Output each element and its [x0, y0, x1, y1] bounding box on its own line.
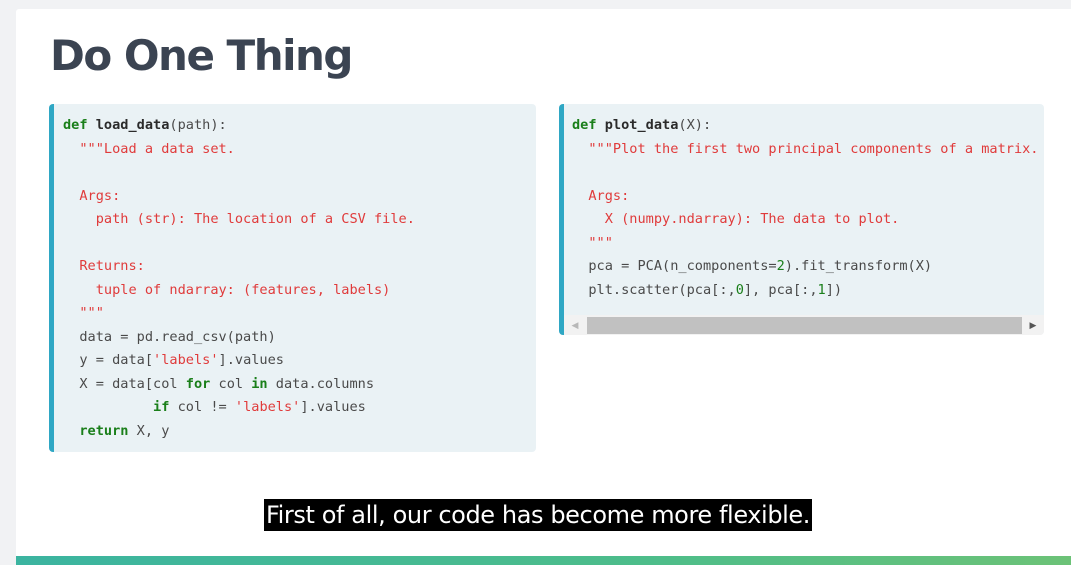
- slide-title: Do One Thing: [50, 31, 353, 80]
- code-line: path (str): The location of a CSV file.: [63, 211, 415, 227]
- code-token: return: [79, 422, 129, 439]
- code-token: y = data[: [63, 352, 154, 368]
- code-line: """Plot the first two principal componen…: [572, 140, 1039, 157]
- code-token: [63, 399, 153, 415]
- code-token: if: [153, 399, 170, 415]
- code-token: """Load a data set.: [63, 140, 235, 157]
- code-token: for: [185, 375, 211, 392]
- code-token: ].values: [218, 352, 284, 368]
- scrollbar-thumb[interactable]: [587, 317, 1022, 334]
- code-line: X (numpy.ndarray): The data to plot.: [572, 211, 900, 227]
- code-token: plot_data: [604, 117, 679, 133]
- progress-bar: [16, 556, 1071, 565]
- code-line: y = data['labels'].values: [63, 352, 284, 368]
- code-token: col: [210, 375, 252, 392]
- code-token: ]): [825, 281, 843, 298]
- code-token: ], pca[:,: [743, 281, 818, 298]
- code-token: data = pd.read_csv(path): [63, 328, 276, 345]
- code-token: """Plot the first two principal componen…: [572, 140, 1039, 157]
- code-token: 1: [817, 281, 826, 298]
- code-token: def: [63, 117, 96, 133]
- code-line: Args:: [63, 188, 120, 204]
- code-token: tuple of ndarray: (features, labels): [63, 281, 391, 298]
- code-line: pca = PCA(n_components=2).fit_transform(…: [572, 258, 932, 274]
- code-token: Args:: [572, 187, 630, 204]
- code-token: 0: [735, 281, 744, 298]
- code-token: 'labels': [153, 352, 219, 368]
- code-token: def: [572, 117, 605, 133]
- code-token: (path):: [169, 117, 227, 133]
- code-token: pca = PCA(n_components=: [572, 258, 777, 274]
- code-line: Returns:: [63, 258, 145, 274]
- code-scroll-area[interactable]: def plot_data(X): """Plot the first two …: [564, 104, 1044, 315]
- subtitle-caption: First of all, our code has become more f…: [264, 499, 813, 531]
- code-line: if col != 'labels'].values: [63, 399, 366, 415]
- code-block-plot-data: def plot_data(X): """Plot the first two …: [559, 104, 1044, 335]
- code-token: 2: [776, 258, 785, 274]
- code-token: data.columns: [267, 375, 375, 392]
- code-token: in: [251, 375, 268, 392]
- code-token: X (numpy.ndarray): The data to plot.: [572, 211, 900, 227]
- code-token: X = data[col: [63, 375, 186, 392]
- code-token: 'labels': [234, 399, 301, 415]
- code-line: data = pd.read_csv(path): [63, 328, 276, 345]
- code-token: load_data: [95, 117, 170, 133]
- code-token: (X):: [678, 117, 712, 133]
- code-line: tuple of ndarray: (features, labels): [63, 281, 391, 298]
- code-token: plt.scatter(pca[:,: [572, 281, 736, 298]
- code-token: Returns:: [63, 258, 145, 274]
- code-text-plot-data: def plot_data(X): """Plot the first two …: [564, 104, 1044, 302]
- code-token: path (str): The location of a CSV file.: [63, 211, 415, 227]
- code-token: """: [572, 234, 613, 251]
- code-line: """Load a data set.: [63, 141, 235, 157]
- code-token: X, y: [128, 422, 170, 439]
- code-block-load-data: def load_data(path): """Load a data set.…: [49, 104, 536, 452]
- code-token: ).fit_transform(X): [784, 258, 933, 274]
- code-token: """: [63, 305, 104, 321]
- code-line: """: [572, 235, 613, 251]
- code-line: Args:: [572, 188, 629, 204]
- code-line: plt.scatter(pca[:,0], pca[:,1]): [572, 282, 842, 298]
- code-token: ].values: [300, 399, 366, 415]
- slide: Do One Thing def load_data(path): """Loa…: [16, 9, 1071, 565]
- code-token: col !=: [169, 399, 235, 415]
- code-line: def load_data(path):: [63, 117, 227, 133]
- code-token: [63, 423, 79, 439]
- code-text-load-data: def load_data(path): """Load a data set.…: [54, 104, 536, 443]
- scroll-left-icon[interactable]: ◀: [571, 320, 579, 330]
- code-line: """: [63, 305, 104, 321]
- code-line: def plot_data(X):: [572, 117, 711, 133]
- horizontal-scrollbar[interactable]: ◀ ▶: [564, 315, 1044, 335]
- code-line: X = data[col for col in data.columns: [63, 376, 374, 392]
- code-token: Args:: [63, 187, 121, 204]
- code-line: return X, y: [63, 423, 169, 439]
- scroll-right-icon[interactable]: ▶: [1029, 320, 1037, 330]
